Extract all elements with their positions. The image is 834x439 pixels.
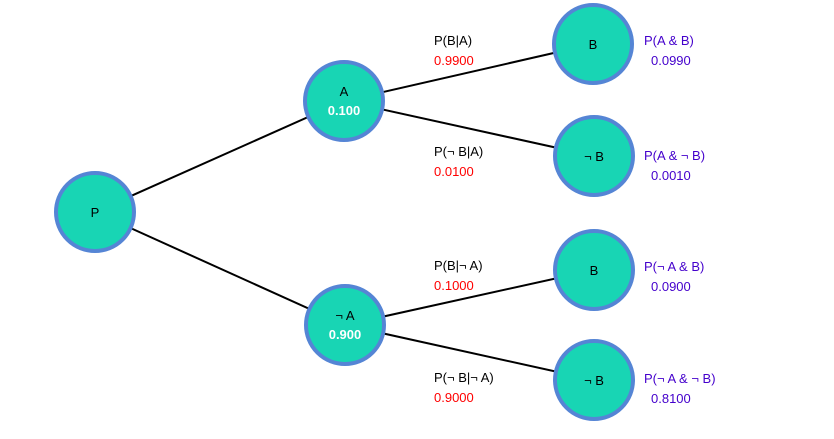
edge-a-to-b [343,43,594,102]
node-not-a-not-b: ¬ B [553,339,635,421]
node-not-a-b-label: B [589,262,599,278]
node-a-b-label: B [588,36,598,52]
edge-not-a-to-b [344,269,595,326]
joint-label-a-and-not-b: P(A & ¬ B) 0.0010 [644,146,705,186]
node-not-a-label: ¬ A [335,308,355,323]
node-a-b: B [552,3,634,85]
edge-not-a-to-not-b [344,324,595,381]
branch-label-b-given-a: P(B|A) 0.9900 [434,31,474,71]
joint-expression: P(A & ¬ B) [644,148,706,163]
branch-label-not-b-given-a: P(¬ B|A) 0.0100 [434,142,483,182]
branch-label-not-b-given-not-a: P(¬ B|¬ A) 0.9000 [434,368,494,408]
joint-label-not-a-and-not-b: P(¬ A & ¬ B) 0.8100 [644,369,716,409]
edge-a-to-not-b [343,100,595,157]
node-a: A 0.100 [303,60,385,142]
node-p: P [54,171,136,253]
joint-probability: 0.8100 [651,391,691,406]
node-p-label: P [90,204,100,220]
conditional-probability: 0.9900 [434,53,474,68]
node-a-probability: 0.100 [327,103,361,118]
joint-expression: P(¬ A & B) [644,259,705,274]
edge-p-to-not-a [94,211,346,326]
conditional-expression: P(B|A) [434,33,473,48]
conditional-probability: 0.1000 [434,278,474,293]
node-not-a-not-b-label: ¬ B [584,372,604,388]
joint-probability: 0.0900 [651,279,691,294]
joint-label-not-a-and-b: P(¬ A & B) 0.0900 [644,257,704,297]
joint-expression: P(¬ A & ¬ B) [644,371,716,386]
conditional-probability: 0.9000 [434,390,474,405]
node-a-label: A [339,84,349,99]
node-not-a: ¬ A 0.900 [304,284,386,366]
edge-p-to-a [94,100,345,213]
joint-expression: P(A & B) [644,33,694,48]
branch-label-b-given-not-a: P(B|¬ A) 0.1000 [434,256,483,296]
joint-probability: 0.0010 [651,168,691,183]
conditional-probability: 0.0100 [434,164,474,179]
conditional-expression: P(¬ B|¬ A) [434,370,494,385]
conditional-expression: P(¬ B|A) [434,144,484,159]
node-a-not-b: ¬ B [553,115,635,197]
joint-probability: 0.0990 [651,53,691,68]
node-a-not-b-label: ¬ B [584,148,604,164]
conditional-expression: P(B|¬ A) [434,258,483,273]
node-not-a-b: B [553,229,635,311]
node-not-a-probability: 0.900 [328,327,362,342]
joint-label-a-and-b: P(A & B) 0.0990 [644,31,694,71]
